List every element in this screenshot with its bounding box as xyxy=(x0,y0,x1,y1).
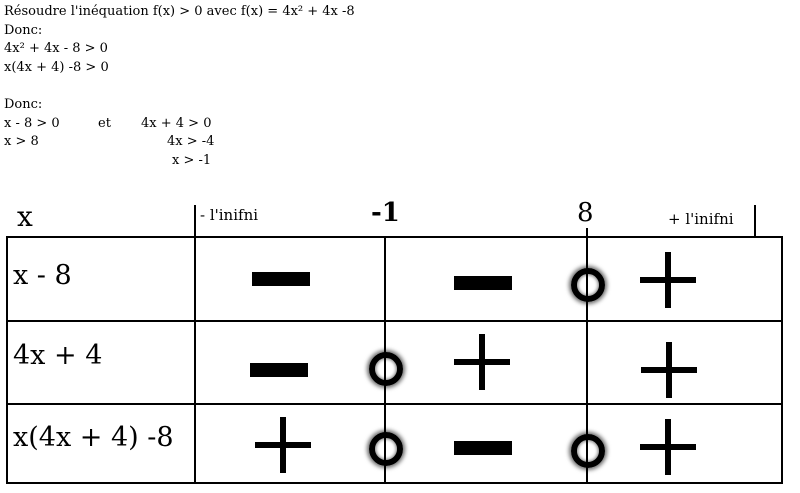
header-value-8: 8 xyxy=(577,198,594,228)
minus-sign xyxy=(252,272,310,286)
divider xyxy=(6,236,8,484)
divider xyxy=(6,403,783,405)
row-label: x(4x + 4) -8 xyxy=(13,422,174,453)
text-line: 4x + 4 > 0 xyxy=(141,115,212,131)
row-label: x - 8 xyxy=(13,260,72,291)
zero-marker xyxy=(369,352,403,386)
text-line: x(4x + 4) -8 > 0 xyxy=(4,59,109,75)
text-line: x > 8 xyxy=(4,134,39,150)
plus-sign xyxy=(255,417,311,473)
divider xyxy=(586,228,588,483)
text-line: Donc: xyxy=(4,96,43,112)
plus-sign xyxy=(454,334,510,390)
row-label: 4x + 4 xyxy=(13,340,103,371)
text-line: 4x > -4 xyxy=(167,134,215,150)
text-line: 4x² + 4x - 8 > 0 xyxy=(4,41,108,57)
plus-sign xyxy=(641,342,697,398)
text-line: x > -1 xyxy=(172,152,212,168)
zero-marker xyxy=(571,268,605,302)
divider xyxy=(781,236,783,484)
divider xyxy=(194,205,196,483)
header-plus-infinity: + l'inifni xyxy=(668,210,734,228)
problem-text: Résoudre l'inéquation f(x) > 0 avec f(x)… xyxy=(4,3,355,170)
minus-sign xyxy=(250,363,308,377)
problem-statement: Résoudre l'inéquation f(x) > 0 avec f(x)… xyxy=(4,4,355,19)
divider xyxy=(6,236,783,238)
divider xyxy=(754,205,756,237)
divider xyxy=(6,482,783,484)
text-line: et xyxy=(98,115,111,131)
header-value-minus-1: -1 xyxy=(371,198,400,228)
zero-marker xyxy=(369,432,403,466)
minus-sign xyxy=(454,441,512,455)
zero-marker xyxy=(571,434,605,468)
plus-sign xyxy=(640,252,696,308)
plus-sign xyxy=(640,419,696,475)
divider xyxy=(6,320,783,322)
text-line: Donc: xyxy=(4,22,43,38)
header-variable: x xyxy=(17,200,33,233)
header-minus-infinity: - l'inifni xyxy=(200,206,259,224)
text-line: x - 8 > 0 xyxy=(4,115,60,131)
minus-sign xyxy=(454,276,512,290)
